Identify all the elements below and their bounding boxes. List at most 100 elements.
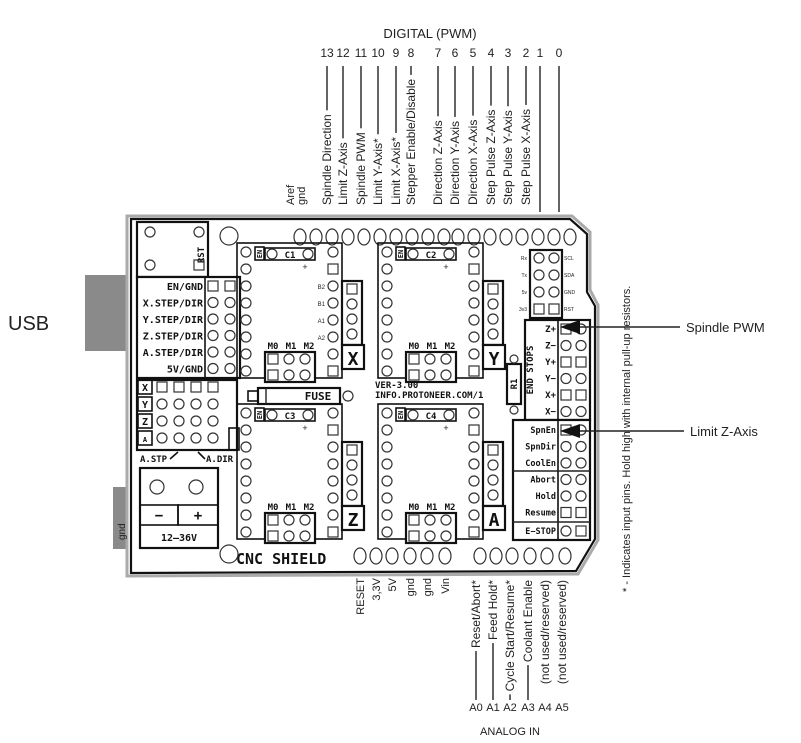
- pin-pad: [224, 329, 236, 342]
- r1-hole: [509, 354, 519, 364]
- digital-header-hole: [515, 228, 529, 246]
- header-label: 5V/GND: [167, 365, 203, 376]
- digital-pin-label: Direction Z-Axis: [431, 120, 445, 205]
- terminal-screw: [149, 479, 165, 495]
- pin-pad: [240, 475, 252, 487]
- pin-pad: [299, 514, 311, 526]
- pin-pad: [240, 424, 252, 436]
- square-pin-pad: [575, 506, 587, 519]
- square-pin-pad: [190, 381, 202, 393]
- digital-header-hole: [563, 228, 577, 246]
- analog-header-hole: [523, 547, 537, 565]
- coil-label: B1: [318, 302, 326, 308]
- digital-header-hole: [421, 228, 435, 246]
- pin-pad: [575, 405, 587, 418]
- mounting-hole: [219, 544, 239, 564]
- a-jumper-lines: [169, 451, 206, 460]
- end-stops-label: END STOPS: [526, 346, 536, 395]
- analog-pin-label: Reset/Abort*: [469, 580, 483, 648]
- square-pin-pad: [468, 526, 480, 538]
- square-pin-pad: [267, 530, 279, 542]
- digital-pin-number: 5: [470, 46, 477, 60]
- analog-pin-number: A5: [555, 702, 568, 714]
- pin-pad: [560, 405, 572, 418]
- square-pin-pad: [560, 389, 572, 401]
- pin-pad: [381, 280, 393, 292]
- digital-pin-label: Spindle PWM: [354, 132, 368, 205]
- pin-pad: [327, 314, 339, 326]
- square-pin-pad: [408, 353, 420, 365]
- arrow-icon: [560, 424, 580, 438]
- square-pin-pad: [575, 389, 587, 401]
- pin-pad: [173, 432, 185, 444]
- cap-plus: +: [302, 423, 307, 433]
- header-pins: [204, 276, 241, 379]
- header-label: X.STEP/DIR: [143, 299, 204, 310]
- mounting-hole: [219, 226, 239, 246]
- pin-pad: [240, 263, 252, 275]
- spindle-pwm-callout: Spindle PWM: [686, 320, 765, 335]
- pin-pad: [207, 296, 219, 309]
- microstep-label: M2: [304, 503, 315, 513]
- pin-pad: [575, 490, 587, 502]
- digital-header-hole: [467, 228, 481, 246]
- fuse-pad: [247, 390, 259, 402]
- pin-pad: [190, 432, 202, 444]
- pin-pad: [468, 441, 480, 453]
- digital-pin-number: 12: [336, 46, 350, 60]
- fuse-label: FUSE: [305, 390, 332, 403]
- analog-pin-number: A2: [503, 702, 516, 714]
- square-pin-pad: [327, 365, 339, 377]
- limit-z-callout: Limit Z-Axis: [690, 424, 758, 439]
- square-pin-pad: [193, 259, 205, 271]
- control-label: E−STOP: [525, 527, 556, 537]
- pin-pad: [381, 526, 393, 538]
- digital-pin-number: 13: [320, 46, 334, 60]
- square-pin-pad: [156, 381, 168, 393]
- pin-pad: [560, 457, 572, 469]
- pin-pad: [381, 475, 393, 487]
- digital-pin-number: 0: [556, 46, 563, 60]
- microstep-label: M1: [427, 503, 438, 513]
- pin-pad: [240, 314, 252, 326]
- pin-pad: [468, 475, 480, 487]
- fuse-hole: [342, 390, 354, 402]
- pin-pad: [575, 339, 587, 352]
- reset-label: RST: [197, 246, 207, 263]
- plus-label: +: [194, 508, 202, 524]
- board-name: CNC SHIELD: [236, 550, 326, 568]
- pin-pad: [299, 530, 311, 542]
- pin-pad: [548, 252, 560, 264]
- pin-pad: [240, 280, 252, 292]
- microstep-label: M1: [427, 342, 438, 352]
- control-label: Abort: [530, 476, 556, 486]
- pin-pad: [207, 329, 219, 342]
- capacitor: [264, 247, 316, 261]
- square-pin-pad: [533, 303, 545, 315]
- axis-row-label: A: [143, 436, 148, 444]
- digital-header-hole: [499, 228, 513, 246]
- digital-pin-label: Direction X-Axis: [466, 120, 480, 205]
- pin-pad: [240, 365, 252, 377]
- digital-title: DIGITAL (PWM): [383, 26, 476, 41]
- pin-pad: [173, 415, 185, 427]
- pin-pad: [381, 297, 393, 309]
- pin-pad: [283, 514, 295, 526]
- serial-label: SDA: [564, 273, 575, 279]
- pin-pad: [207, 313, 219, 325]
- analog-header-hole: [505, 547, 519, 565]
- pin-pad: [575, 440, 587, 453]
- pin-pad: [240, 509, 252, 521]
- axis-row-box: [137, 396, 153, 412]
- pin-pad: [173, 398, 185, 410]
- square-pin-pad: [207, 381, 219, 393]
- pin-pad: [190, 415, 202, 427]
- pin-pad: [346, 328, 358, 340]
- pin-pad: [144, 226, 156, 238]
- axis-letter: A: [489, 510, 500, 531]
- analog-header-hole: [489, 547, 503, 565]
- cap-plus: +: [443, 262, 448, 272]
- analog-pin-label: Feed Hold*: [486, 580, 500, 640]
- pin-pad: [381, 407, 393, 419]
- header-label: Y.STEP/DIR: [143, 315, 204, 326]
